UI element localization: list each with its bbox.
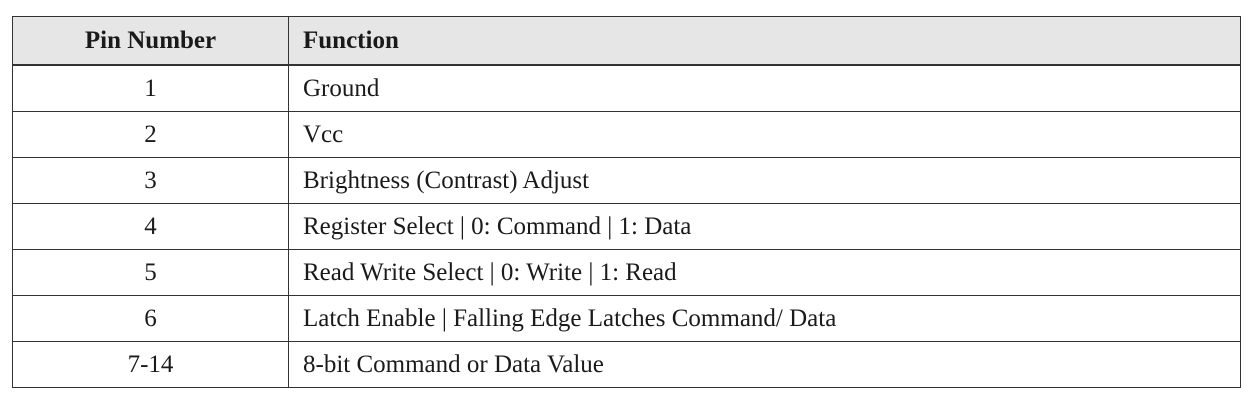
table-row: 1 Ground: [12, 64, 1241, 112]
function-cell: Brightness (Contrast) Adjust: [288, 157, 1241, 204]
pin-cell: 1: [12, 64, 289, 112]
function-cell: Register Select | 0: Command | 1: Data: [288, 203, 1241, 250]
pin-function-table: Pin Number Function 1 Ground 2 Vcc 3 Bri…: [12, 16, 1241, 388]
pin-cell: 3: [12, 157, 289, 204]
table-row: 6 Latch Enable | Falling Edge Latches Co…: [12, 295, 1241, 342]
pin-cell: 6: [12, 295, 289, 342]
table-row: 7-14 8-bit Command or Data Value: [12, 341, 1241, 388]
column-header-pin-number: Pin Number: [12, 16, 289, 66]
pin-cell: 2: [12, 111, 289, 158]
pin-function-table-container: Pin Number Function 1 Ground 2 Vcc 3 Bri…: [12, 16, 1241, 388]
function-cell: Latch Enable | Falling Edge Latches Comm…: [288, 295, 1241, 342]
pin-cell: 5: [12, 249, 289, 296]
table-row: 5 Read Write Select | 0: Write | 1: Read: [12, 249, 1241, 296]
table-header-row: Pin Number Function: [12, 16, 1241, 66]
pin-cell: 7-14: [12, 341, 289, 388]
function-cell: 8-bit Command or Data Value: [288, 341, 1241, 388]
function-cell: Ground: [288, 64, 1241, 112]
function-cell: Vcc: [288, 111, 1241, 158]
table-row: 4 Register Select | 0: Command | 1: Data: [12, 203, 1241, 250]
column-header-function: Function: [288, 16, 1241, 66]
table-row: 2 Vcc: [12, 111, 1241, 158]
function-cell: Read Write Select | 0: Write | 1: Read: [288, 249, 1241, 296]
table-row: 3 Brightness (Contrast) Adjust: [12, 157, 1241, 204]
pin-cell: 4: [12, 203, 289, 250]
